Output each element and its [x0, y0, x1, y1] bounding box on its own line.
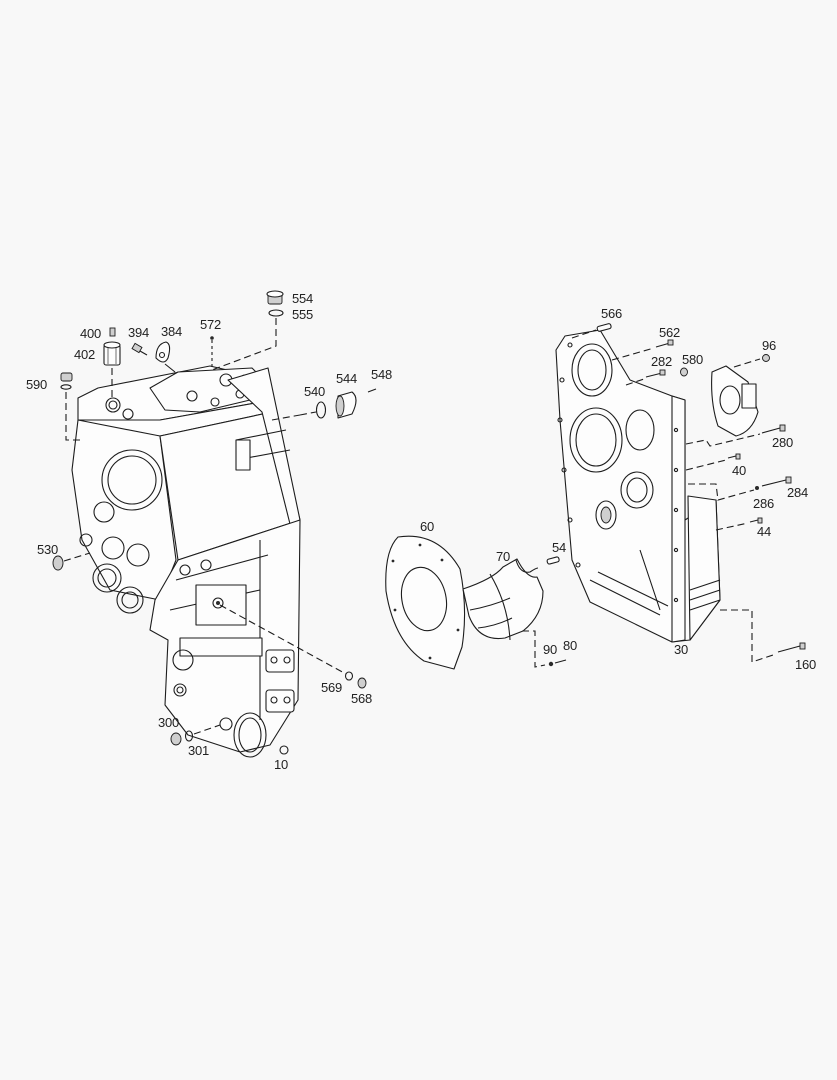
callout-394[interactable]: 394 — [128, 325, 150, 340]
callout-402[interactable]: 402 — [74, 347, 96, 362]
part-590-plug[interactable] — [60, 372, 73, 390]
callout-10[interactable]: 10 — [274, 757, 289, 772]
callout-572[interactable]: 572 — [200, 317, 222, 332]
callout-60[interactable]: 60 — [420, 519, 435, 534]
part-300-plug — [170, 732, 182, 746]
part-280-bolt — [761, 424, 786, 434]
callout-44[interactable]: 44 — [757, 524, 772, 539]
part-580-nut — [680, 367, 688, 377]
part-40-screw — [727, 453, 741, 460]
callout-580[interactable]: 580 — [682, 352, 704, 367]
part-400-nipple — [109, 327, 116, 337]
gasket-plate-60[interactable] — [385, 535, 466, 670]
part-96-nut — [762, 354, 770, 362]
part-530-plug — [52, 555, 64, 571]
callout-70[interactable]: 70 — [496, 549, 511, 564]
callout-284[interactable]: 284 — [787, 485, 809, 500]
part-44-screw — [749, 517, 763, 524]
part-394-screw[interactable] — [131, 342, 148, 356]
part-540-oring — [315, 401, 327, 419]
part-402-filter[interactable] — [103, 341, 121, 366]
callout-555[interactable]: 555 — [292, 307, 314, 322]
callout-384[interactable]: 384 — [161, 324, 183, 339]
callout-286[interactable]: 286 — [753, 496, 775, 511]
part-554-plug[interactable] — [266, 290, 284, 305]
callout-282[interactable]: 282 — [651, 354, 673, 369]
callout-90[interactable]: 90 — [543, 642, 558, 657]
callout-301[interactable]: 301 — [188, 743, 210, 758]
part-284-bolt — [761, 476, 792, 487]
part-566-pin — [596, 323, 612, 332]
callout-544[interactable]: 544 — [336, 371, 358, 386]
callout-96[interactable]: 96 — [762, 338, 777, 353]
part-286-washer — [755, 486, 759, 490]
callout-568[interactable]: 568 — [351, 691, 373, 706]
callout-30[interactable]: 30 — [674, 642, 689, 657]
callout-540[interactable]: 540 — [304, 384, 326, 399]
main-housing-drawing[interactable] — [71, 365, 301, 758]
callout-590[interactable]: 590 — [26, 377, 48, 392]
part-548-pin — [367, 388, 377, 393]
callout-566[interactable]: 566 — [601, 306, 623, 321]
part-544-sleeve[interactable] — [335, 391, 357, 419]
part-555-oring — [268, 309, 284, 317]
part-160-bolt — [777, 642, 806, 653]
callout-569[interactable]: 569 — [321, 680, 343, 695]
part-384-bracket — [155, 341, 171, 363]
part-562-bolt — [655, 339, 674, 348]
callout-54[interactable]: 54 — [552, 540, 567, 555]
part-54-pin — [546, 556, 560, 565]
callout-554[interactable]: 554 — [292, 291, 314, 306]
callout-40[interactable]: 40 — [732, 463, 747, 478]
pump-flange-assembly[interactable] — [711, 365, 759, 437]
part-568-plug — [357, 677, 367, 689]
part-90-washer — [548, 661, 554, 667]
callout-300[interactable]: 300 — [158, 715, 180, 730]
callout-548[interactable]: 548 — [371, 367, 393, 382]
part-569-oring — [344, 671, 354, 681]
callout-160[interactable]: 160 — [795, 657, 817, 672]
shield-cover-70[interactable] — [462, 558, 544, 641]
callout-80[interactable]: 80 — [563, 638, 578, 653]
part-80-screw — [554, 659, 567, 664]
housing-cover-30[interactable] — [555, 329, 721, 643]
callout-400[interactable]: 400 — [80, 326, 102, 341]
part-301-seal — [184, 730, 194, 742]
callout-530[interactable]: 530 — [37, 542, 59, 557]
callout-280[interactable]: 280 — [772, 435, 794, 450]
part-282-bolt — [645, 369, 666, 378]
callout-562[interactable]: 562 — [659, 325, 681, 340]
